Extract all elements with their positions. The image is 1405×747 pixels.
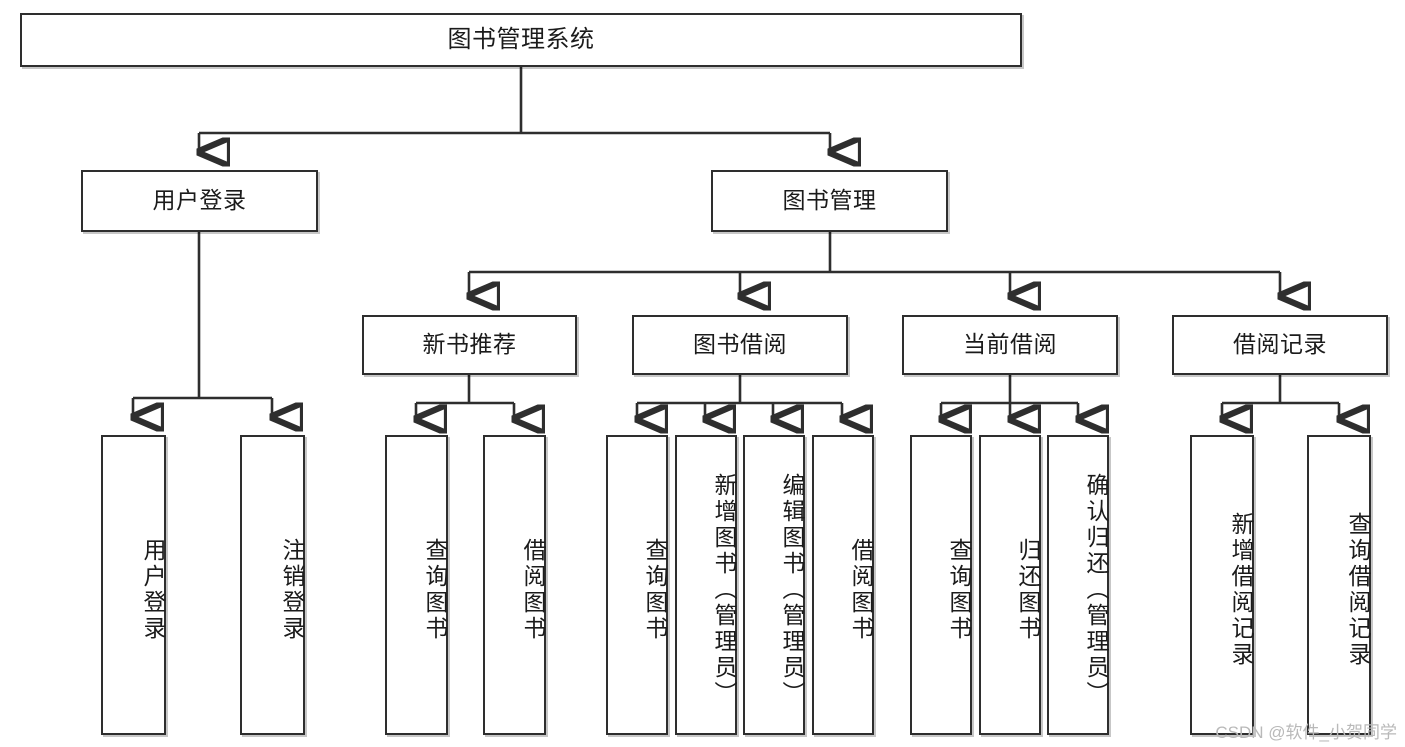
leaf-add-book-admin[interactable]: 新增图书（管理员） [675,435,737,735]
node-label: 当前借阅 [963,331,1057,358]
node-user-login[interactable]: 用户登录 [81,170,318,232]
node-current-borrow[interactable]: 当前借阅 [902,315,1118,375]
node-label: 查询图书 [642,538,668,642]
leaf-query-book-current[interactable]: 查询图书 [910,435,972,735]
csdn-watermark: CSDN @软件_小贺同学 [1215,723,1397,742]
leaf-edit-book-admin[interactable]: 编辑图书（管理员） [743,435,805,735]
leaf-user-login[interactable]: 用户登录 [101,435,166,735]
node-new-book-recommend[interactable]: 新书推荐 [362,315,577,375]
node-label: 新增借阅记录 [1228,512,1254,668]
node-label: 查询图书 [946,538,972,642]
node-book-borrow[interactable]: 图书借阅 [632,315,848,375]
node-label: 用户登录 [140,538,166,642]
leaf-query-book-borrow[interactable]: 查询图书 [606,435,668,735]
node-label: 确认归还（管理员） [1083,473,1109,707]
node-borrow-record[interactable]: 借阅记录 [1172,315,1388,375]
leaf-borrow-book[interactable]: 借阅图书 [812,435,874,735]
node-label: 借阅图书 [848,538,874,642]
node-label: 借阅记录 [1233,331,1327,358]
leaf-return-book[interactable]: 归还图书 [979,435,1041,735]
leaf-logout[interactable]: 注销登录 [240,435,305,735]
node-label: 新书推荐 [422,331,517,358]
node-label: 查询图书 [422,538,448,642]
node-book-management[interactable]: 图书管理 [711,170,948,232]
node-label: 查询借阅记录 [1345,512,1371,668]
node-label: 图书借阅 [693,331,787,358]
node-label: 注销登录 [279,538,305,642]
leaf-query-book-newbook[interactable]: 查询图书 [385,435,448,735]
leaf-query-borrow-record[interactable]: 查询借阅记录 [1307,435,1371,735]
node-root-book-management-system[interactable]: 图书管理系统 [20,13,1022,67]
node-label: 图书管理系统 [447,25,595,53]
node-label: 新增图书（管理员） [711,473,737,707]
node-label: 用户登录 [152,187,247,214]
node-label: 编辑图书（管理员） [779,473,805,707]
leaf-add-borrow-record[interactable]: 新增借阅记录 [1190,435,1254,735]
node-label: 借阅图书 [520,538,546,642]
leaf-borrow-book-newbook[interactable]: 借阅图书 [483,435,546,735]
node-label: 图书管理 [782,187,877,214]
leaf-confirm-return-admin[interactable]: 确认归还（管理员） [1047,435,1109,735]
node-label: 归还图书 [1015,538,1041,642]
